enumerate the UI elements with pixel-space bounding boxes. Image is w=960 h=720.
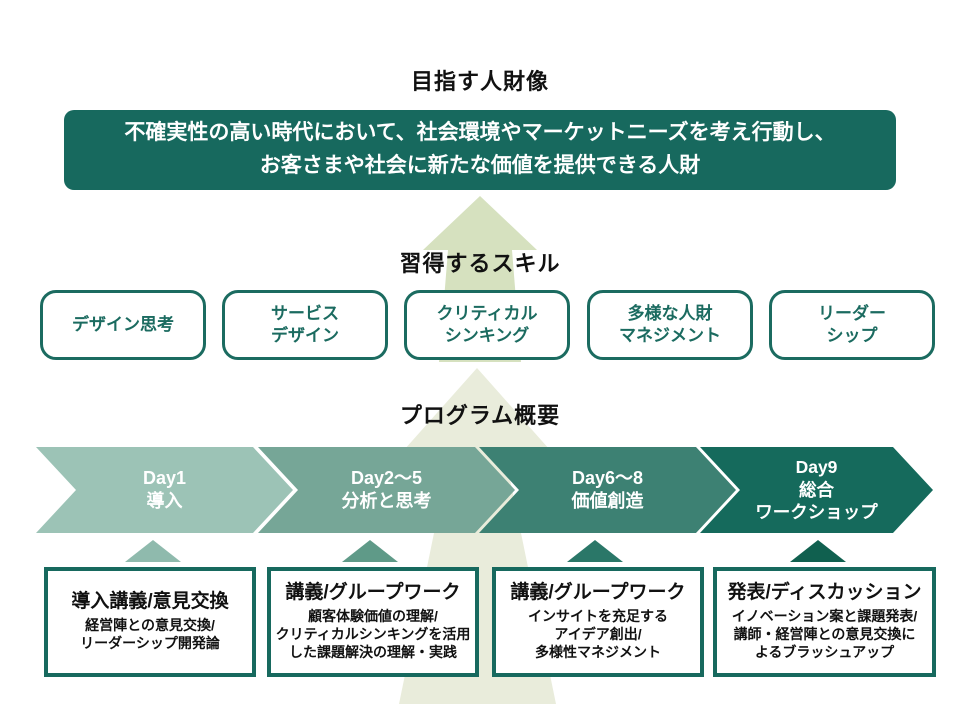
phase-detail-title: 発表/ディスカッション bbox=[727, 582, 922, 604]
phase-detail-title: 講義/グループワーク bbox=[285, 582, 461, 604]
phase-detail-body: 経営陣との意見交換/ リーダーシップ開発論 bbox=[80, 616, 220, 651]
phase-detail-box-day2-5: 講義/グループワーク 顧客体験価値の理解/ クリティカルシンキングを活用 した課… bbox=[267, 567, 479, 677]
phase-chevron-day6-8: Day6〜8 価値創造 bbox=[479, 447, 736, 533]
skills-section-heading: 習得するスキル bbox=[399, 251, 561, 276]
phase-detail-box-day6-8: 講義/グループワーク インサイトを充足する アイデア創出/ 多様性マネジメント bbox=[492, 567, 704, 677]
program-section-heading: プログラム概要 bbox=[399, 403, 561, 428]
skill-box-diverse-talent-management: 多様な人財 マネジメント bbox=[587, 290, 753, 360]
phase-detail-body: イノベーション案と課題発表/ 講師・経営陣との意見交換に よるブラッシュアップ bbox=[731, 608, 918, 660]
phase-detail-body: 顧客体験価値の理解/ クリティカルシンキングを活用 した課題解決の理解・実践 bbox=[275, 608, 471, 660]
phase-detail-body: インサイトを充足する アイデア創出/ 多様性マネジメント bbox=[528, 608, 668, 660]
phase-detail-box-day9: 発表/ディスカッション イノベーション案と課題発表/ 講師・経営陣との意見交換に… bbox=[713, 567, 936, 677]
skill-box-critical-thinking: クリティカル シンキング bbox=[404, 290, 570, 360]
skill-box-service-design: サービス デザイン bbox=[222, 290, 388, 360]
phase-detail-title: 導入講義/意見交換 bbox=[71, 591, 229, 613]
goal-banner: 不確実性の高い時代において、社会環境やマーケットニーズを考え行動し、 お客さまや… bbox=[64, 110, 896, 190]
phase-detail-box-day1: 導入講義/意見交換 経営陣との意見交換/ リーダーシップ開発論 bbox=[44, 567, 256, 677]
goal-section-heading: 目指す人財像 bbox=[410, 69, 549, 94]
phase-detail-title: 講義/グループワーク bbox=[510, 582, 686, 604]
skill-box-design-thinking: デザイン思考 bbox=[40, 290, 206, 360]
phase-chevron-day2-5: Day2〜5 分析と思考 bbox=[258, 447, 515, 533]
phase-chevron-day1: Day1 導入 bbox=[36, 447, 293, 533]
phase-chevron-day9: Day9 総合 ワークショップ bbox=[700, 447, 933, 533]
skill-box-leadership: リーダー シップ bbox=[769, 290, 935, 360]
